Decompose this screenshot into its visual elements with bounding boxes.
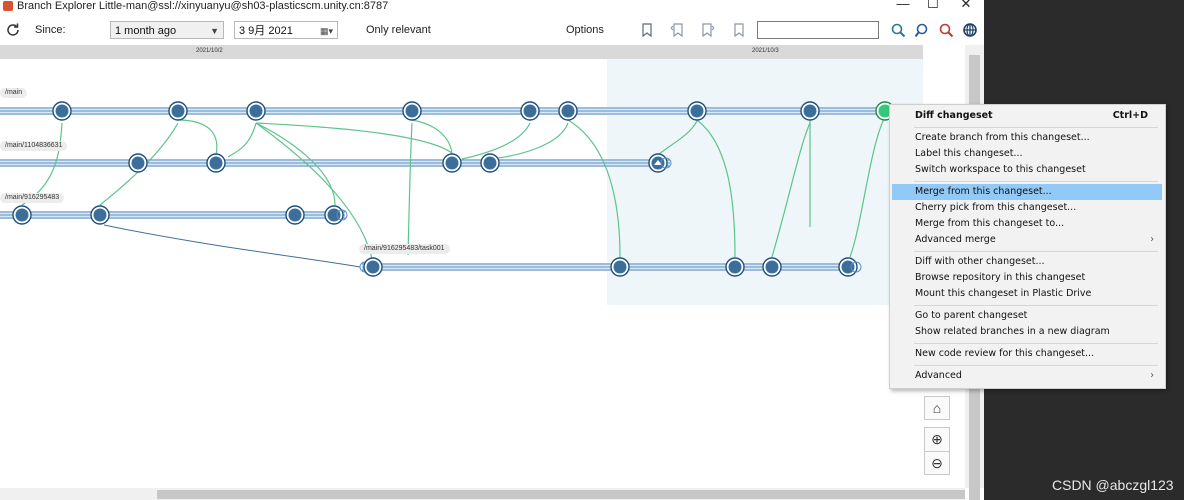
menu-item-label: Advanced (915, 370, 962, 381)
menu-item-show-related-branches[interactable]: Show related branches in a new diagram (915, 326, 1110, 337)
branch-label[interactable]: /main/916295483 (0, 193, 65, 203)
branch-label[interactable]: /main/1104836631 (0, 141, 68, 151)
calendar-icon: ▦▾ (319, 26, 333, 36)
chevron-down-icon: ▼ (210, 26, 219, 36)
menu-item-diff-changeset[interactable]: Diff changeset Ctrl+D (892, 108, 1162, 124)
menu-item-label: Advanced merge (915, 234, 996, 245)
horizontal-scrollbar[interactable] (0, 488, 965, 500)
minimize-button[interactable]: — (896, 0, 910, 11)
branch-line-main (0, 107, 895, 115)
chevron-right-icon: › (1150, 234, 1154, 245)
date-picker[interactable]: 3 9月 2021 ▦▾ (234, 21, 338, 39)
merge-link (255, 122, 336, 206)
merge-link (177, 119, 218, 156)
close-button[interactable]: ✕ (960, 0, 972, 11)
merge-link (461, 122, 531, 160)
merge-link (411, 119, 453, 154)
merge-link (771, 122, 811, 258)
timeline-date: 2021/10/2 (196, 48, 223, 54)
merge-link (696, 119, 736, 258)
menu-item-merge-to[interactable]: Merge from this changeset to... (915, 218, 1065, 229)
plastic-app-icon (3, 1, 13, 11)
branch-explorer-window: Branch Explorer Little-man@ssl://xinyuan… (0, 0, 984, 500)
options-button[interactable]: Options (566, 24, 604, 36)
merge-link (567, 119, 621, 258)
bookmark-icon[interactable] (639, 22, 655, 38)
window-title: Branch Explorer Little-man@ssl://xinyuan… (17, 0, 389, 12)
search-clear-icon[interactable] (938, 22, 954, 38)
branch-line-1104836631 (0, 159, 670, 167)
menu-separator (914, 365, 1158, 366)
menu-separator (914, 181, 1158, 182)
home-view-button[interactable]: ⌂ (924, 396, 950, 420)
chevron-right-icon: › (1150, 370, 1154, 381)
since-value: 1 month ago (115, 25, 177, 37)
menu-item-browse-repository[interactable]: Browse repository in this changeset (915, 272, 1086, 283)
toolbar: Since: 1 month ago ▼ 3 9月 2021 ▦▾ Only r… (0, 15, 984, 46)
parent-link (103, 224, 361, 268)
changesets-916295483[interactable] (12, 205, 348, 225)
merge-link (497, 122, 569, 159)
zoom-out-button[interactable]: ⊖ (924, 451, 950, 475)
menu-item-create-branch[interactable]: Create branch from this changeset... (915, 132, 1090, 143)
menu-item-label: Diff changeset (915, 110, 993, 121)
refresh-icon[interactable] (5, 22, 21, 38)
changesets-task001[interactable] (359, 257, 862, 277)
menu-separator (914, 251, 1158, 252)
menu-item-advanced-merge[interactable]: Advanced merge › (892, 232, 1162, 248)
changesets-1104836631[interactable] (128, 153, 672, 173)
merge-link (657, 120, 698, 156)
menu-separator (914, 305, 1158, 306)
bookmark-clear-icon[interactable] (731, 22, 747, 38)
bookmark-previous-icon[interactable] (669, 22, 685, 38)
changesets-main[interactable] (52, 101, 895, 121)
changeset-context-menu: Diff changeset Ctrl+D Create branch from… (889, 104, 1166, 389)
branch-graph (0, 59, 923, 305)
zoom-controls: ⌂ ⊕ ⊖ (924, 393, 956, 477)
menu-item-advanced[interactable]: Advanced › (892, 368, 1162, 384)
since-label: Since: (35, 24, 66, 36)
menu-item-merge-from[interactable]: Merge from this changeset... (892, 184, 1162, 200)
menu-item-mount-plastic-drive[interactable]: Mount this changeset in Plastic Drive (915, 288, 1092, 299)
search-input[interactable] (757, 21, 879, 39)
merge-link (849, 116, 886, 258)
menu-item-label-changeset[interactable]: Label this changeset... (915, 148, 1023, 159)
globe-icon[interactable] (962, 22, 978, 38)
search-previous-icon[interactable] (914, 22, 930, 38)
menu-item-diff-with-other[interactable]: Diff with other changeset... (915, 256, 1045, 267)
branch-diagram[interactable]: 2021/10/2 2021/10/3 (0, 45, 965, 488)
since-dropdown[interactable]: 1 month ago ▼ (110, 21, 224, 39)
menu-item-switch-workspace[interactable]: Switch workspace to this changeset (915, 164, 1086, 175)
menu-shortcut: Ctrl+D (1112, 110, 1148, 121)
timeline-bar: 2021/10/2 2021/10/3 (0, 45, 923, 59)
menu-item-new-code-review[interactable]: New code review for this changeset... (915, 348, 1095, 359)
home-icon (654, 160, 662, 165)
menu-separator (914, 343, 1158, 344)
menu-item-cherry-pick[interactable]: Cherry pick from this changeset... (915, 202, 1077, 213)
search-icon[interactable] (890, 22, 906, 38)
menu-separator (914, 127, 1158, 128)
title-bar: Branch Explorer Little-man@ssl://xinyuan… (0, 0, 984, 14)
zoom-in-button[interactable]: ⊕ (924, 427, 950, 451)
branch-label[interactable]: /main (0, 88, 28, 98)
only-relevant-toggle[interactable]: Only relevant (366, 24, 431, 36)
merge-link (255, 122, 373, 260)
branch-label[interactable]: /main/916295483/task001 (359, 244, 450, 254)
menu-item-go-to-parent[interactable]: Go to parent changeset (915, 310, 1028, 321)
bookmark-next-icon[interactable] (700, 22, 716, 38)
merge-link (255, 122, 453, 154)
scrollbar-thumb[interactable] (157, 490, 965, 499)
merge-link (227, 122, 257, 158)
watermark: CSDN @abczgl123 (1052, 477, 1174, 493)
timeline-date: 2021/10/3 (752, 48, 779, 54)
maximize-button[interactable]: ☐ (927, 0, 939, 11)
merge-link (407, 122, 413, 256)
date-value: 3 9月 2021 (239, 25, 293, 37)
